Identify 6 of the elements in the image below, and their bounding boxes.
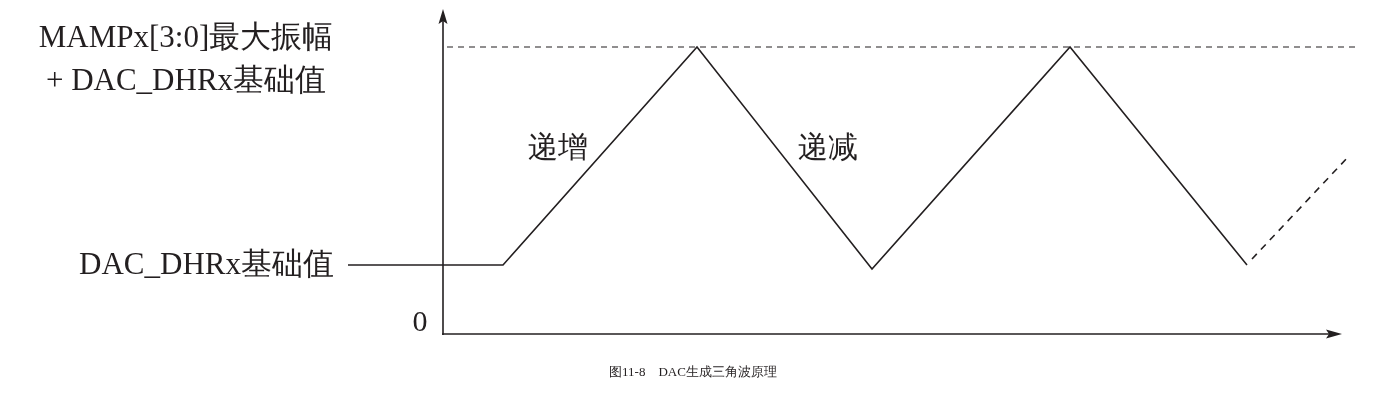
y-tick-label: 0 — [412, 303, 428, 339]
figure-caption: 图11-8 DAC生成三角波原理 — [609, 364, 777, 380]
y-level-label: DAC_DHRx基础值 — [79, 245, 334, 283]
slope-label: 递减 — [798, 129, 858, 165]
y-level-label: MAMPx[3:0]最大振幅 + DAC_DHRx基础值 — [37, 17, 335, 99]
slope-label: 递增 — [528, 129, 588, 165]
